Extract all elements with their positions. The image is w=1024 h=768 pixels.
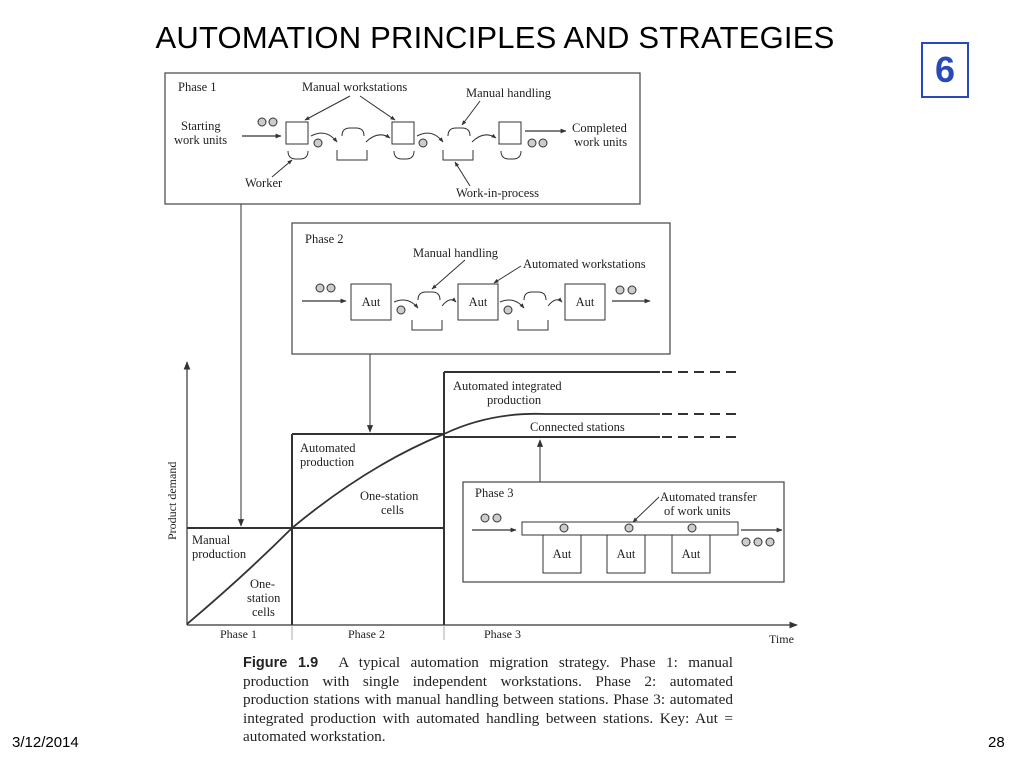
phase2-manual-handling-label: Manual handling bbox=[413, 246, 499, 260]
phase1-axis-label: Phase 1 bbox=[220, 627, 257, 641]
footer-page-number: 28 bbox=[988, 734, 1005, 751]
phase3-panel: Phase 3 Automated transfer of work units… bbox=[462, 481, 785, 583]
phase1-starting-label-2: work units bbox=[174, 133, 227, 147]
one-station-cells-curve-2 bbox=[291, 433, 445, 529]
demand-graph: Product demand Time Phase 1 Phase 2 Phas… bbox=[165, 361, 798, 646]
figure-caption-text: A typical automation migration strategy.… bbox=[243, 654, 733, 746]
phase2-automated-workstations-label: Automated workstations bbox=[523, 257, 646, 271]
aut-label-p3-3: Aut bbox=[682, 547, 701, 561]
phase2-axis-label: Phase 2 bbox=[348, 627, 385, 641]
aut-station-p2-1 bbox=[350, 283, 392, 321]
automated-integrated-label-2: production bbox=[487, 393, 542, 407]
one-station-cells-curve-1 bbox=[186, 527, 293, 625]
footer-date: 3/12/2014 bbox=[12, 734, 79, 751]
chapter-number-badge: 6 bbox=[921, 42, 969, 98]
aut-station-p3-3 bbox=[671, 534, 711, 574]
x-axis-label: Time bbox=[769, 632, 794, 646]
phase1-wip-label: Work-in-process bbox=[456, 186, 539, 200]
phase2-title: Phase 2 bbox=[305, 232, 344, 246]
figure-caption: Figure 1.9 A typical automation migratio… bbox=[243, 654, 733, 747]
connected-stations-label: Connected stations bbox=[530, 420, 625, 434]
connected-stations-curve bbox=[443, 412, 660, 435]
phase1-panel: Phase 1 Manual workstations Manual handl… bbox=[164, 72, 641, 205]
phase2-panel: Phase 2 Manual handling Automated workst… bbox=[291, 222, 671, 355]
automated-production-label-2: production bbox=[300, 455, 355, 469]
aut-station-p3-1 bbox=[542, 534, 582, 574]
aut-label-p2-2: Aut bbox=[469, 295, 488, 309]
phase1-worker-label: Worker bbox=[245, 176, 283, 190]
aut-label-p3-2: Aut bbox=[617, 547, 636, 561]
aut-station-p3-2 bbox=[606, 534, 646, 574]
phase1-manual-handling-label: Manual handling bbox=[466, 86, 552, 100]
aut-station-p2-3 bbox=[564, 283, 606, 321]
aut-label-p3-1: Aut bbox=[553, 547, 572, 561]
one-station-left-label-3: cells bbox=[252, 605, 275, 619]
manual-workstation-1 bbox=[285, 121, 309, 145]
manual-workstation-2 bbox=[391, 121, 415, 145]
automated-integrated-label-1: Automated integrated bbox=[453, 379, 562, 393]
manual-production-label-2: production bbox=[192, 547, 247, 561]
manual-workstation-3 bbox=[498, 121, 522, 145]
phase3-transfer-label-1: Automated transfer bbox=[660, 490, 758, 504]
aut-label-p2-3: Aut bbox=[576, 295, 595, 309]
phase1-title: Phase 1 bbox=[178, 80, 217, 94]
phase1-completed-label-1: Completed bbox=[572, 121, 628, 135]
phase3-axis-label: Phase 3 bbox=[484, 627, 521, 641]
one-station-mid-label-2: cells bbox=[381, 503, 404, 517]
phase1-completed-label-2: work units bbox=[574, 135, 627, 149]
aut-station-p2-2 bbox=[457, 283, 499, 321]
one-station-mid-label-1: One-station bbox=[360, 489, 419, 503]
y-axis-label: Product demand bbox=[165, 462, 179, 540]
aut-label-p2-1: Aut bbox=[362, 295, 381, 309]
slide-title: AUTOMATION PRINCIPLES AND STRATEGIES bbox=[155, 20, 835, 55]
phase1-starting-label-1: Starting bbox=[181, 119, 221, 133]
one-station-left-label-2: station bbox=[247, 591, 281, 605]
phase3-transfer-label-2: of work units bbox=[664, 504, 731, 518]
phase3-title: Phase 3 bbox=[475, 486, 514, 500]
figure-caption-label: Figure 1.9 bbox=[243, 655, 319, 671]
phase1-manual-workstations-label: Manual workstations bbox=[302, 80, 407, 94]
automated-production-label-1: Automated bbox=[300, 441, 356, 455]
manual-production-label-1: Manual bbox=[192, 533, 231, 547]
one-station-left-label-1: One- bbox=[250, 577, 275, 591]
